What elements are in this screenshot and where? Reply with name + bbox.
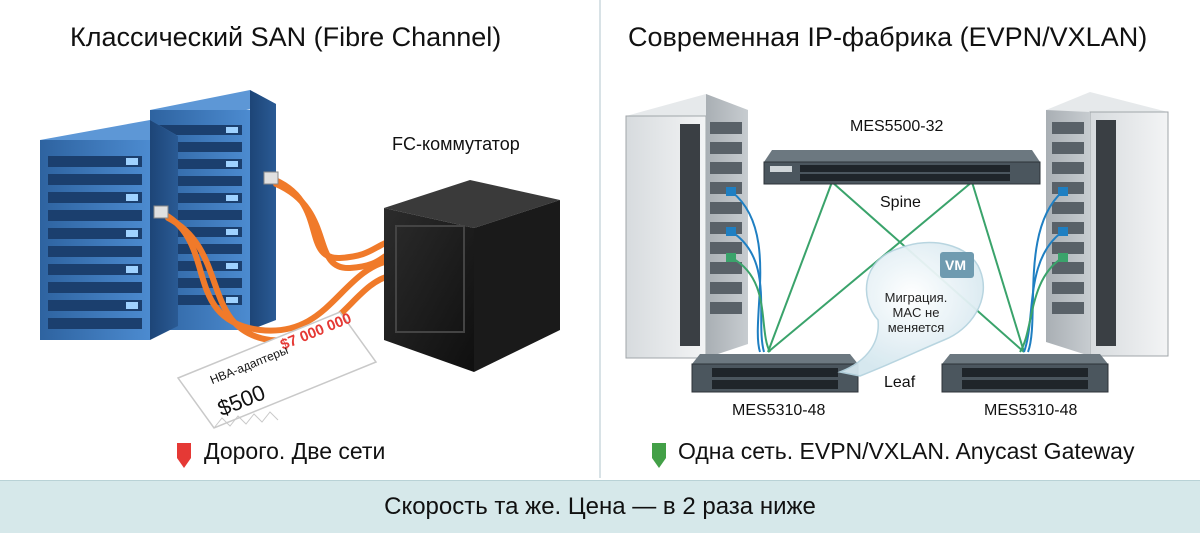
right-caption: Одна сеть. EVPN/VXLAN. Anycast Gateway (678, 438, 1135, 464)
fc-connector (263, 171, 279, 185)
vm-badge-text: VM (945, 257, 966, 273)
price-receipt (176, 311, 378, 429)
rj45-ports-green (726, 253, 1068, 262)
grey-rack-left (625, 94, 748, 359)
spine-switch (763, 150, 1041, 185)
leaf-switch-left (691, 354, 859, 393)
panel-divider (599, 0, 601, 478)
leaf-left-model-label: MES5310-48 (732, 402, 826, 419)
left-title: Классический SAN (Fibre Channel) (70, 22, 502, 52)
right-title: Современная IP-фабрика (EVPN/VXLAN) (628, 22, 1148, 52)
diagram-drawing (40, 90, 1169, 468)
footer-banner: Скорость та же. Цена — в 2 раза ниже (0, 480, 1200, 533)
leaf-label: Leaf (884, 374, 916, 391)
migration-line: MAC не (892, 305, 940, 320)
leaf-switch-right (941, 354, 1109, 393)
left-caption: Дорого. Две сети (204, 438, 386, 464)
grey-rack-right (1046, 92, 1169, 357)
spine-model-label: MES5500-32 (850, 118, 944, 135)
vm-migration-bubble (837, 241, 985, 377)
vm-badge-box (940, 252, 974, 278)
spine-label: Spine (880, 194, 921, 211)
server-rack-front (40, 120, 178, 340)
fc-connector (153, 205, 169, 219)
migration-text: Миграция. MAC не меняется (866, 290, 966, 335)
rj45-ports (726, 187, 1068, 236)
leaf-right-model-label: MES5310-48 (984, 402, 1078, 419)
red-marker-icon (177, 443, 191, 468)
fc-switch-box (384, 180, 560, 372)
migration-line: меняется (887, 320, 945, 335)
fc-switch-label: FC-коммутатор (392, 134, 520, 154)
green-marker-icon (652, 443, 666, 468)
migration-line: Миграция. (884, 290, 948, 305)
